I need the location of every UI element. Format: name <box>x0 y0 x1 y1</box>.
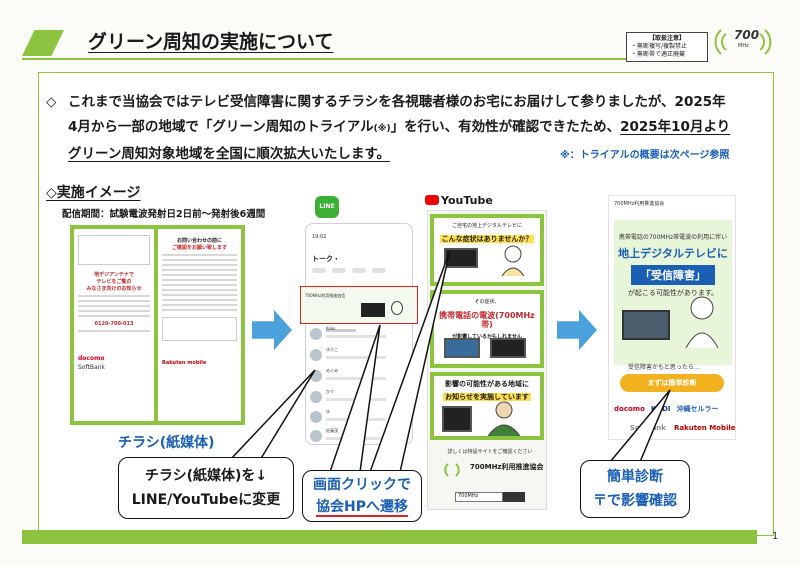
signal-waves-icon <box>444 463 460 477</box>
callout-media-change: チラシ(紙媒体)を↓ LINE/YouTubeに変更 <box>118 457 294 519</box>
intro-line1: これまで当協会ではテレビ受信障害に関するチラシを各視聴者様のお宅にお届けして参り… <box>68 94 726 110</box>
line-app-icon: LINE <box>315 196 339 218</box>
youtube-play-icon <box>425 195 439 205</box>
banner-tv-image <box>361 303 385 317</box>
person-icon <box>685 296 719 348</box>
tv-icon <box>622 310 670 340</box>
youtube-search-box[interactable]: 700MHz <box>455 492 503 502</box>
flyer-front: 地デジアンテナで テレビをご覧の みなさま向けのお知らせ 0120-700-01… <box>74 229 154 421</box>
page-number: 1 <box>772 531 779 542</box>
tv-icon <box>490 338 526 358</box>
site-line2: 「受信障害」 <box>631 265 715 285</box>
site-question: 受信障害かもと思ったら… <box>628 364 700 371</box>
youtube-association-logo: 700MHz利用推進協会 <box>470 463 544 471</box>
phone-time: 19:02 <box>312 234 327 240</box>
banner-person-icon <box>391 301 403 315</box>
site-line3: が起こる可能性があります。 <box>627 289 719 297</box>
intro-text: ◇ これまで当協会ではテレビ受信障害に関するチラシを各視聴者様のお宅にお届けして参… <box>46 90 766 167</box>
handling-notice: 【取扱注意】 ・無断複写/複製禁止 ・無断帯で適正廃棄 <box>626 32 708 62</box>
flyer-caption: チラシ(紙媒体) <box>118 435 215 451</box>
notice-line1: ・無断複写/複製禁止 <box>631 43 688 50</box>
flyer-left-heading: 地デジアンテナで テレビをご覧の みなさま向けのお知らせ <box>86 272 142 292</box>
intro-line2a: 4月から一部の地域で「グリーン周知のトライアル <box>68 119 374 135</box>
person-icon <box>501 245 525 276</box>
intro-asterisk: (※) <box>373 124 391 134</box>
distribution-period: 配信期間：試験電波発射日2日前～発射後6週間 <box>62 209 266 220</box>
flyer-header-box <box>78 235 150 265</box>
chat-row[interactable]: Koko <box>310 326 410 344</box>
flyer-right-heading2: ご確認をお願い致します <box>171 245 227 251</box>
association-logo: 700 MHz <box>712 26 774 62</box>
flyer-image: 地デジアンテナで テレビをご覧の みなさま向けのお知らせ 0120-700-01… <box>70 225 245 425</box>
intro-note: ※：トライアルの概要は次ページ参照 <box>560 150 730 161</box>
signal-waves-icon <box>714 29 772 55</box>
notice-title: 【取扱注意】 <box>648 35 685 42</box>
flyer-rakuten: Rakuten mobile <box>162 360 207 366</box>
flyer-back: お問い合わせの前に ご確認をお願い致します Rakuten mobile <box>158 229 241 421</box>
site-sub: 携帯電話の700MHz帯電波の利用に伴い <box>618 234 728 241</box>
youtube-footer-text: 詳しくは特設サイトをご確認ください <box>447 449 533 455</box>
notice-line2: ・無断帯で適正廃棄 <box>631 51 686 58</box>
footer-bar <box>22 530 757 544</box>
section-title: ◇実施イメージ <box>46 185 141 201</box>
youtube-panel-1: ご自宅の地上デジタルテレビに こんな症状はありませんか？ <box>430 214 544 286</box>
flyer-right-heading1: お問い合わせの前に <box>176 238 222 244</box>
flyer-softbank: SoftBank <box>78 364 105 371</box>
intro-line3: グリーン周知対象地域を全国に順次拡大いたします。 <box>68 146 390 162</box>
flyer-phone: 0120-700-013 <box>94 321 134 327</box>
chat-row[interactable]: ゆうこ <box>310 347 410 365</box>
flyer-table <box>162 317 237 341</box>
callout-click-transition: 画面クリックで 協会HPへ遷移 <box>302 470 422 522</box>
line-ad-banner[interactable]: 700MHz利用推進協会 <box>300 286 418 324</box>
intro-date: 2025年10月より <box>620 119 731 135</box>
diagnosis-button[interactable]: まずは簡単診断 <box>620 374 724 392</box>
search-button[interactable] <box>503 492 525 502</box>
youtube-panel-3: 影響の可能性がある地域に お知らせを実施しています <box>430 372 544 440</box>
logo-unit: MHz <box>738 43 749 49</box>
banner-text: 700MHz利用推進協会 <box>305 293 346 298</box>
flyer-docomo: docomo <box>78 355 105 362</box>
worker-icon <box>487 401 521 436</box>
phone-tabs <box>306 264 412 277</box>
intro-line2c: 」を行い、有効性が確認できたため、 <box>390 119 621 135</box>
tv-icon <box>444 248 478 268</box>
logo-number: 700 <box>734 28 760 42</box>
phone-talk-header: トーク・ <box>312 255 340 263</box>
tv-icon <box>444 338 480 358</box>
site-header: 700MHz利用推進協会 <box>614 201 665 207</box>
callout-easy-diagnosis: 簡単診断 〒で影響確認 <box>580 460 690 518</box>
tv-icon <box>442 406 472 432</box>
diamond-bullet: ◇ <box>46 94 57 110</box>
header-underline <box>22 58 627 60</box>
page-title: グリーン周知の実施について <box>88 31 334 53</box>
site-line1: 地上デジタルテレビに <box>618 247 728 260</box>
youtube-panel-2: その症状、 携帯電話の電波(700MHz帯) が影響しているかもしれません <box>430 290 544 368</box>
youtube-logo: YouTube <box>425 194 493 207</box>
